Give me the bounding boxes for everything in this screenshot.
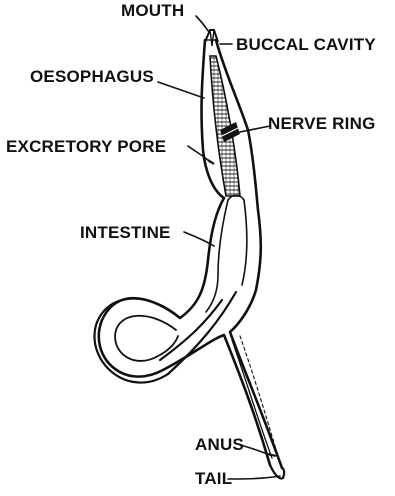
leader-oesophagus bbox=[158, 82, 204, 98]
label-buccal-cavity: BUCCAL CAVITY bbox=[236, 36, 376, 53]
leader-nerve-ring bbox=[240, 126, 270, 132]
body-crossing bbox=[160, 292, 236, 374]
label-oesophagus: OESOPHAGUS bbox=[30, 68, 154, 85]
body-wall-left bbox=[99, 40, 270, 465]
label-anus: ANUS bbox=[195, 436, 244, 453]
leader-excretory bbox=[188, 146, 210, 162]
label-excretory-pore: EXCRETORY PORE bbox=[6, 138, 166, 155]
label-nerve-ring: NERVE RING bbox=[268, 115, 376, 132]
label-tail: TAIL bbox=[195, 470, 232, 487]
label-intestine: INTESTINE bbox=[80, 224, 171, 241]
intestine-tube bbox=[206, 196, 278, 459]
leader-tail bbox=[228, 476, 280, 479]
leader-mouth bbox=[196, 16, 209, 32]
label-mouth: MOUTH bbox=[121, 2, 184, 19]
